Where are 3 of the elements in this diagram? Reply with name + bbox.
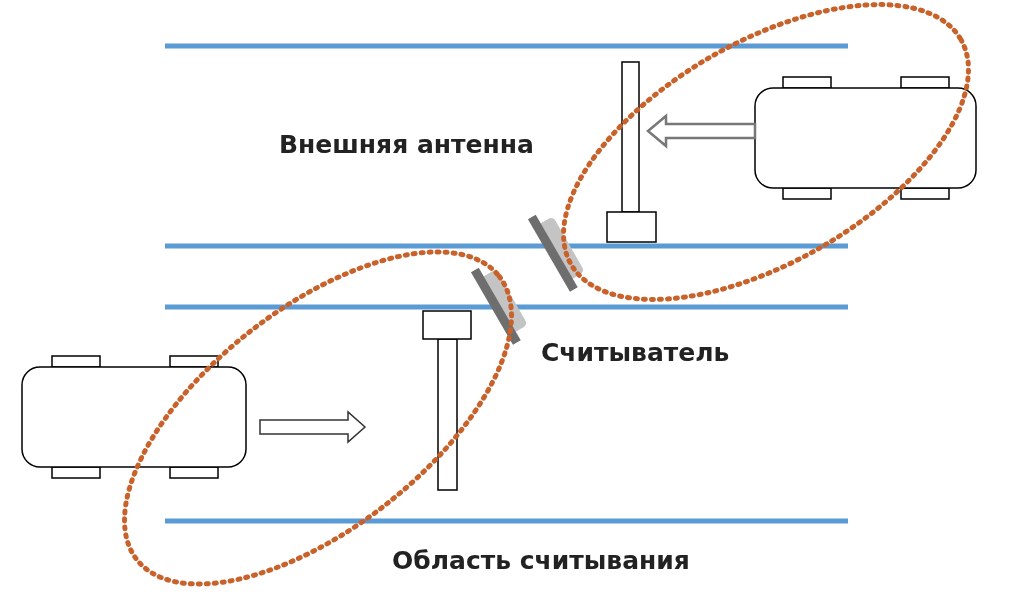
label-text: Внешняя антенна — [279, 130, 534, 160]
label-text: Считыватель — [541, 338, 730, 368]
label-text: Область считывания — [392, 546, 690, 576]
